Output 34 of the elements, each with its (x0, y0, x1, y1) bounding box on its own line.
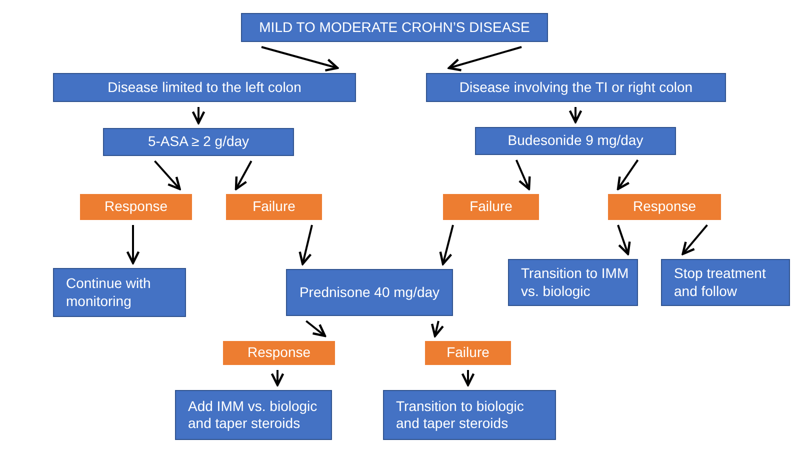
arrow (234, 160, 252, 190)
process-box: Prednisone 40 mg/day (286, 269, 453, 316)
arrow (261, 46, 339, 72)
process-box: Transition to IMM vs. biologic (508, 259, 638, 306)
arrow (306, 320, 326, 338)
arrow (617, 224, 631, 256)
outcome-box: Failure (443, 194, 539, 220)
arrow (682, 224, 708, 256)
arrow (448, 46, 522, 72)
arrow (154, 160, 181, 190)
arrow (192, 107, 206, 124)
arrow (298, 224, 313, 266)
outcome-box: Failure (425, 341, 511, 365)
process-box: Budesonide 9 mg/day (475, 127, 676, 155)
process-box: Disease involving the TI or right colon (426, 73, 726, 102)
process-box: Transition to biologic and taper steroids (383, 390, 556, 440)
outcome-box: Response (80, 194, 192, 220)
process-box: Disease limited to the left colon (53, 73, 356, 102)
process-box: 5-ASA ≥ 2 g/day (103, 128, 294, 156)
process-box: Stop treatment and follow (661, 259, 790, 306)
process-box: Add IMM vs. biologic and taper steroids (175, 390, 332, 440)
arrow (270, 370, 284, 386)
arrow (568, 107, 582, 124)
arrow (461, 370, 475, 386)
arrow (126, 225, 140, 264)
process-box: Continue with monitoring (53, 268, 186, 317)
arrow (439, 224, 454, 266)
title-box: MILD TO MODERATE CROHN’S DISEASE (241, 13, 548, 42)
arrow (515, 160, 531, 190)
outcome-box: Response (608, 194, 721, 220)
arrow (430, 320, 444, 338)
arrow (616, 159, 639, 190)
outcome-box: Response (223, 341, 335, 365)
outcome-box: Failure (226, 194, 322, 220)
